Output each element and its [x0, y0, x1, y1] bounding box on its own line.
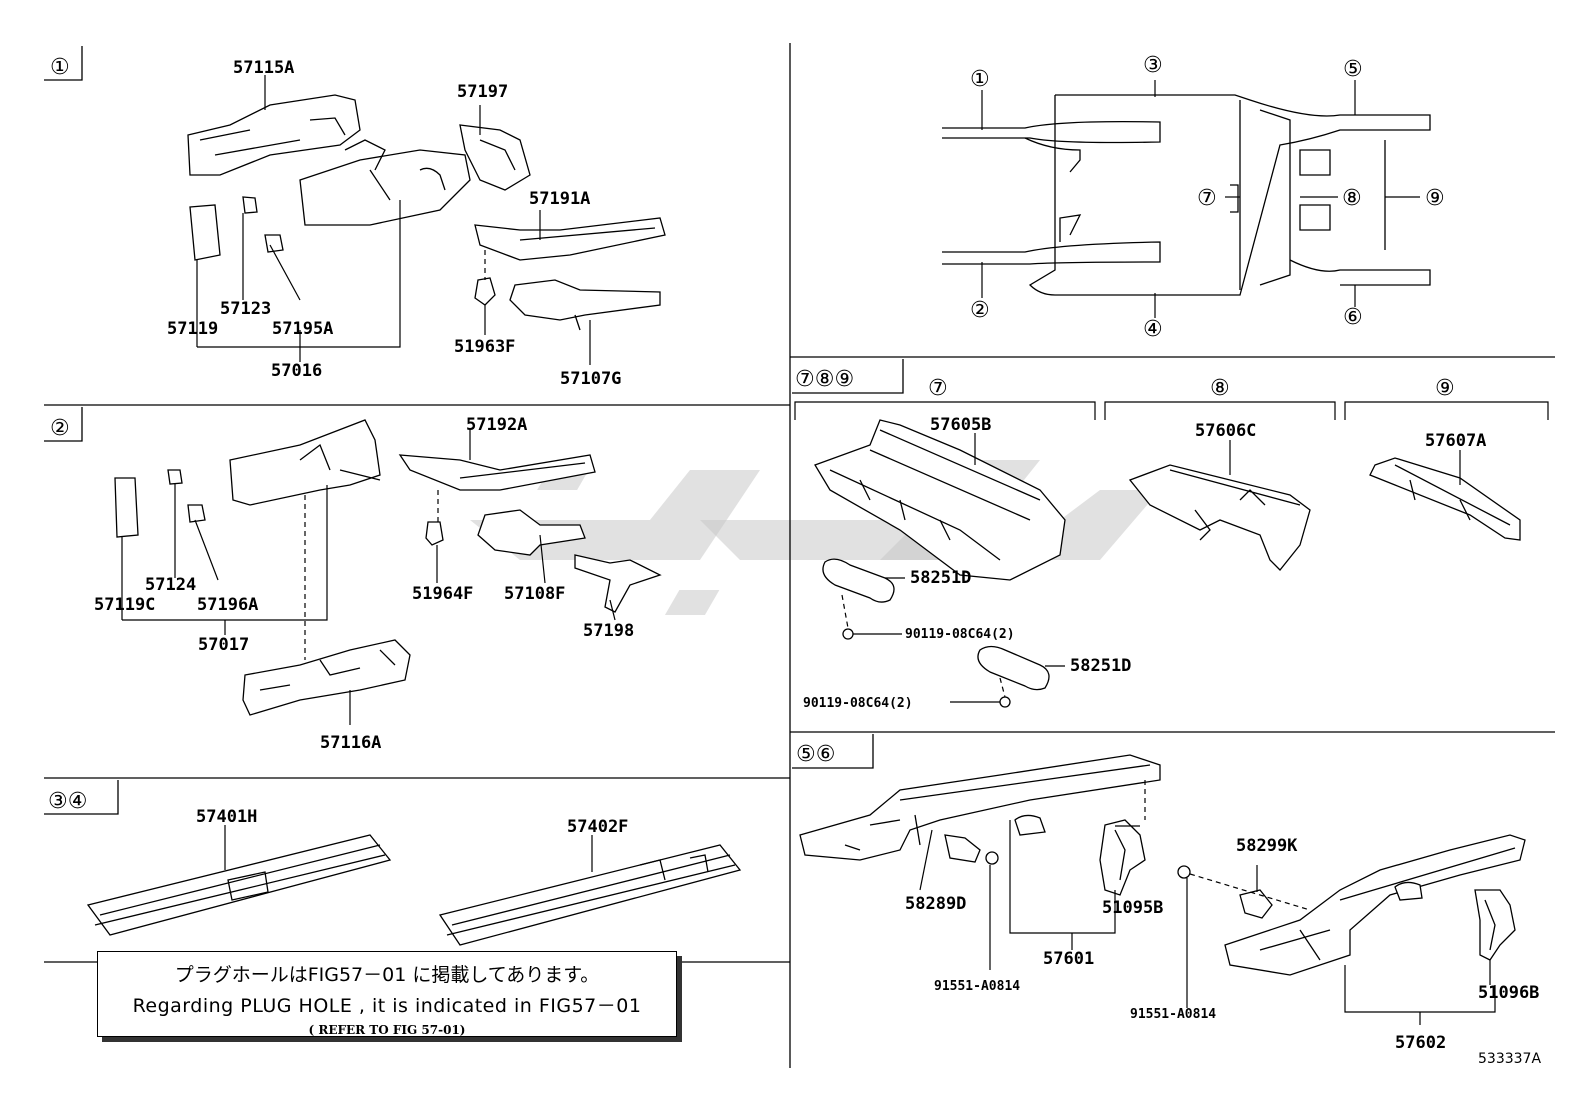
label-91551-A0814-a: 91551-A0814	[934, 979, 1020, 994]
label-57124: 57124	[145, 575, 196, 595]
label-91551-A0814-b: 91551-A0814	[1130, 1007, 1216, 1022]
label-57195A: 57195A	[272, 319, 333, 339]
overview-marker-3: ③	[1143, 53, 1163, 78]
label-57607A: 57607A	[1425, 431, 1486, 451]
label-51096B: 51096B	[1478, 983, 1539, 1003]
label-90119-08C64-a: 90119-08C64(2)	[905, 627, 1015, 642]
label-57119C: 57119C	[94, 595, 155, 615]
label-57605B: 57605B	[930, 415, 991, 435]
sub-marker-8: ⑧	[1210, 376, 1230, 401]
label-57601: 57601	[1043, 949, 1094, 969]
note-japanese: プラグホールはFIG57－01 に掲載してあります。	[174, 964, 600, 986]
svg-text:⑤⑥: ⑤⑥	[796, 742, 835, 767]
label-57107G: 57107G	[560, 369, 621, 389]
label-51095B: 51095B	[1102, 898, 1163, 918]
sub-marker-7: ⑦	[928, 376, 948, 401]
svg-text:①: ①	[50, 55, 70, 80]
label-57198: 57198	[583, 621, 634, 641]
label-57016: 57016	[271, 361, 322, 381]
overview-marker-6: ⑥	[1343, 305, 1363, 330]
section-56-parts	[799, 754, 1526, 1025]
section-tag-2: ②	[44, 407, 83, 442]
label-58251D-a: 58251D	[910, 568, 971, 588]
section-tag-34: ③④	[44, 780, 119, 815]
label-57191A: 57191A	[529, 189, 590, 209]
section-tag-1: ①	[44, 46, 83, 81]
label-57116A: 57116A	[320, 733, 381, 753]
label-57017: 57017	[198, 635, 249, 655]
frame-overview	[942, 80, 1431, 318]
svg-text:③④: ③④	[48, 789, 87, 814]
label-90119-08C64-b: 90119-08C64(2)	[803, 696, 913, 711]
label-57197: 57197	[457, 82, 508, 102]
label-57119: 57119	[167, 319, 218, 339]
label-57108F: 57108F	[504, 584, 565, 604]
label-57602: 57602	[1395, 1033, 1446, 1053]
note-english: Regarding PLUG HOLE , it is indicated in…	[132, 995, 642, 1017]
label-58299K: 58299K	[1236, 836, 1298, 856]
label-51964F: 51964F	[412, 584, 473, 604]
section-1-parts	[187, 75, 666, 365]
svg-text:⑦⑧⑨: ⑦⑧⑨	[795, 367, 854, 392]
label-57402F: 57402F	[567, 817, 628, 837]
overview-marker-4: ④	[1143, 317, 1163, 342]
overview-marker-7: ⑦	[1197, 186, 1217, 211]
section-tag-789: ⑦⑧⑨	[792, 359, 904, 394]
label-57192A: 57192A	[466, 415, 527, 435]
overview-marker-5: ⑤	[1343, 57, 1363, 82]
svg-text:②: ②	[50, 416, 70, 441]
section-789-brackets	[794, 401, 1549, 420]
label-57606C: 57606C	[1195, 421, 1256, 441]
plug-hole-note: プラグホールはFIG57－01 に掲載してあります。 Regarding PLU…	[97, 951, 677, 1037]
label-57401H: 57401H	[196, 807, 257, 827]
sub-marker-9: ⑨	[1435, 376, 1455, 401]
label-57115A: 57115A	[233, 58, 294, 78]
label-51963F: 51963F	[454, 337, 515, 357]
overview-marker-1: ①	[970, 67, 990, 92]
section-789-parts	[814, 419, 1521, 708]
label-57196A: 57196A	[197, 595, 258, 615]
overview-marker-2: ②	[970, 298, 990, 323]
overview-marker-9: ⑨	[1425, 186, 1445, 211]
note-reference: ( REFER TO FIG 57-01)	[308, 1023, 466, 1037]
section-tag-56: ⑤⑥	[792, 734, 874, 769]
diagram-id: 533337A	[1478, 1051, 1541, 1067]
section-34-parts	[86, 825, 742, 946]
label-57123: 57123	[220, 299, 271, 319]
section-2-parts	[114, 419, 662, 725]
overview-marker-8: ⑧	[1342, 186, 1362, 211]
label-58251D-b: 58251D	[1070, 656, 1131, 676]
label-58289D: 58289D	[905, 894, 966, 914]
